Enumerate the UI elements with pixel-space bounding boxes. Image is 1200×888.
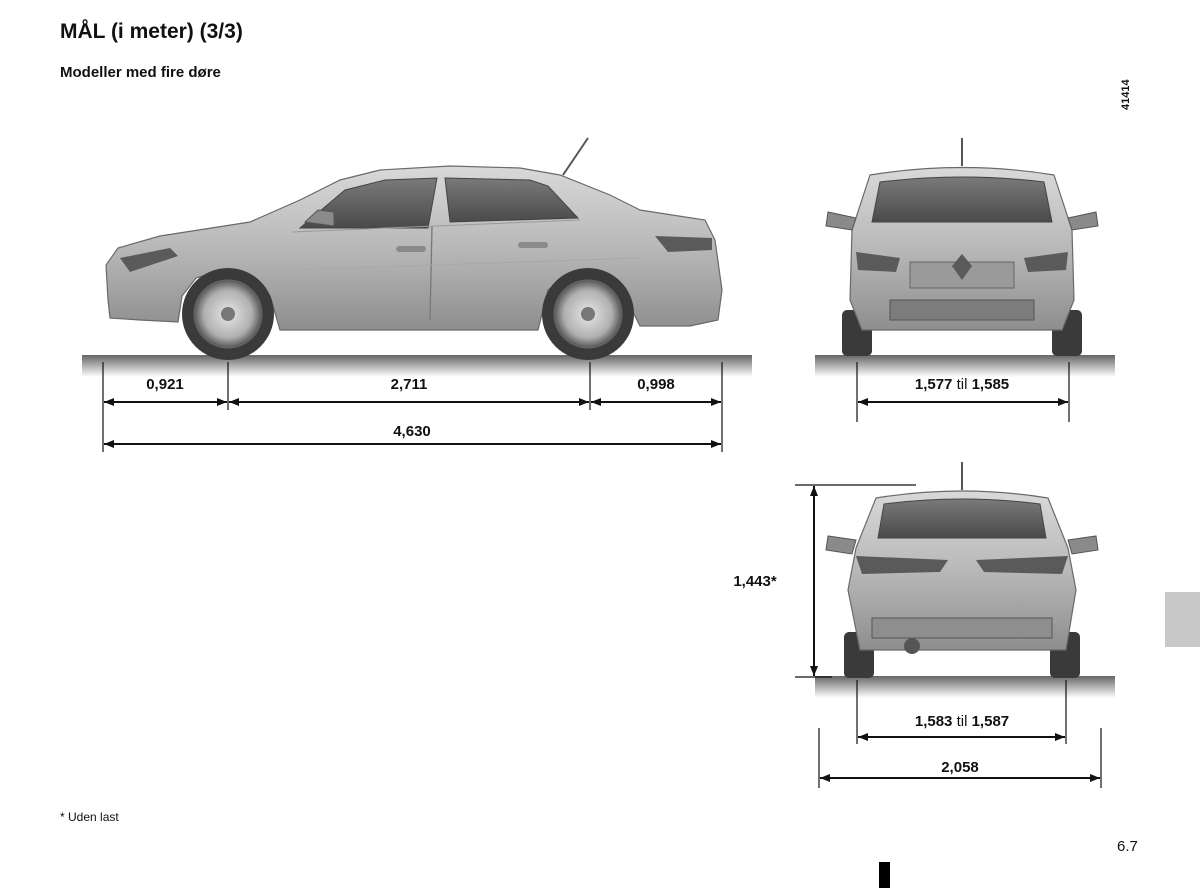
front-track-max: 1,585 [972, 376, 1010, 393]
side-view-car [82, 137, 752, 377]
overall-length-label: 4,630 [393, 423, 431, 440]
section-thumb-tab [1165, 592, 1200, 647]
front-track-separator: til [957, 376, 968, 393]
section-subtitle: Modeller med fire døre [60, 64, 221, 81]
front-dimension-lines [856, 362, 1070, 422]
rear-view-car [815, 462, 1115, 698]
wheelbase-label: 2,711 [391, 376, 428, 393]
ground-shadow-rear [815, 676, 1115, 698]
footnote: * Uden last [60, 810, 119, 824]
width-with-mirrors-label: 2,058 [941, 759, 979, 776]
side-dimension-lines [102, 362, 723, 452]
rear-track-min: 1,583 [915, 713, 953, 730]
rear-track-separator: til [957, 713, 968, 730]
rear-dimension-lines [795, 484, 1102, 788]
ground-shadow-front [815, 355, 1115, 377]
page-title: MÅL (i meter) (3/3) [60, 20, 243, 43]
ground-shadow-side [82, 355, 752, 377]
rear-track-max: 1,587 [972, 713, 1010, 730]
crop-mark [879, 862, 890, 888]
height-label: 1,443* [733, 573, 777, 590]
front-overhang-label: 0,921 [146, 376, 184, 393]
rear-overhang-label: 0,998 [637, 376, 675, 393]
front-track-label: 1,577 til 1,585 [915, 376, 1009, 393]
front-track-min: 1,577 [915, 376, 953, 393]
front-view-car [815, 138, 1115, 377]
page-number: 6.7 [1117, 838, 1138, 855]
rear-track-label: 1,583 til 1,587 [915, 713, 1009, 730]
